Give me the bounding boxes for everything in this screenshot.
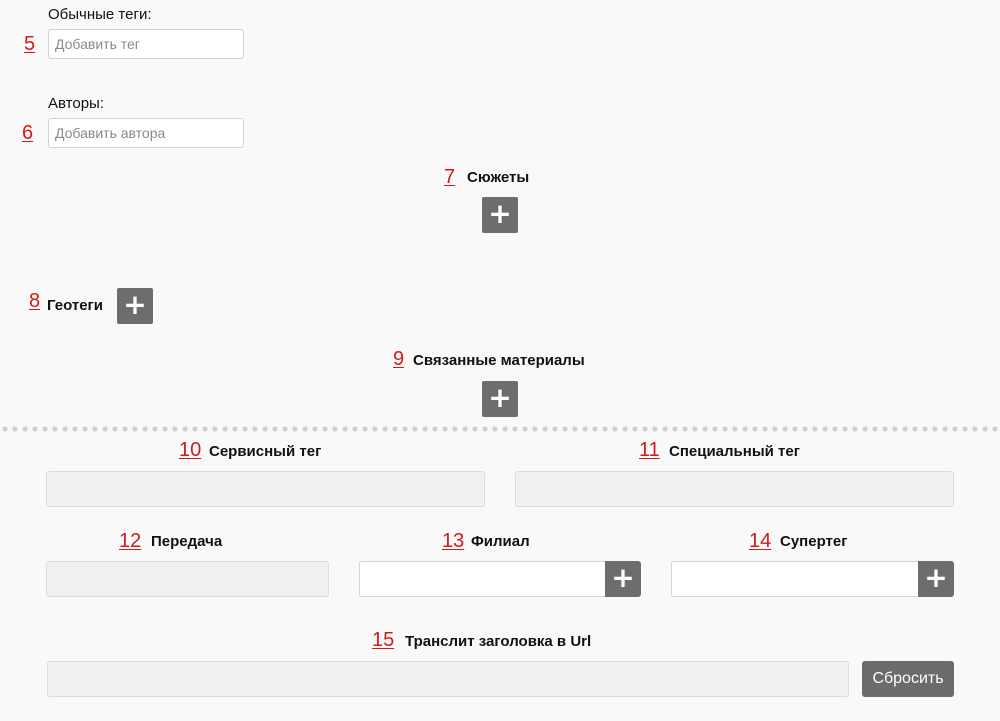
marker-10: 10 <box>179 439 202 461</box>
supertag-input[interactable] <box>671 561 920 597</box>
authors-input[interactable] <box>48 118 244 148</box>
regular-tags-input[interactable] <box>48 29 244 59</box>
plus-icon: + <box>488 197 512 230</box>
add-branch-button[interactable]: + <box>605 561 641 597</box>
plus-icon: + <box>924 561 948 594</box>
plus-icon: + <box>488 381 512 414</box>
plus-icon: + <box>123 288 147 321</box>
program-label: Передача <box>151 533 223 550</box>
marker-7: 7 <box>444 166 456 188</box>
marker-8: 8 <box>29 290 41 312</box>
program-field[interactable] <box>46 561 329 597</box>
service-tag-label: Сервисный тег <box>209 443 322 460</box>
translit-label: Транслит заголовка в Url <box>405 633 592 650</box>
service-tag-field[interactable] <box>46 471 485 507</box>
add-supertag-button[interactable]: + <box>918 561 954 597</box>
marker-5: 5 <box>24 33 36 55</box>
marker-14: 14 <box>749 530 772 552</box>
marker-11: 11 <box>639 439 660 461</box>
add-related-material-button[interactable]: + <box>482 381 518 417</box>
special-tag-label: Специальный тег <box>669 443 800 460</box>
dotted-divider <box>0 426 1000 432</box>
supertag-label: Супертег <box>780 533 848 550</box>
special-tag-field[interactable] <box>515 471 954 507</box>
reset-button[interactable]: Сбросить <box>862 661 954 697</box>
branch-input[interactable] <box>359 561 607 597</box>
marker-13: 13 <box>442 530 465 552</box>
plus-icon: + <box>611 561 635 594</box>
geotags-label: Геотеги <box>47 297 104 314</box>
authors-label: Авторы: <box>48 95 104 112</box>
stories-label: Сюжеты <box>467 169 530 186</box>
add-geotag-button[interactable]: + <box>117 288 153 324</box>
marker-6: 6 <box>22 122 34 144</box>
regular-tags-label: Обычные теги: <box>48 6 152 23</box>
branch-label: Филиал <box>471 533 530 550</box>
translit-field[interactable] <box>47 661 849 697</box>
marker-9: 9 <box>393 348 405 370</box>
add-story-button[interactable]: + <box>482 197 518 233</box>
related-materials-label: Связанные материалы <box>413 352 585 369</box>
marker-15: 15 <box>372 629 395 651</box>
marker-12: 12 <box>119 530 142 552</box>
